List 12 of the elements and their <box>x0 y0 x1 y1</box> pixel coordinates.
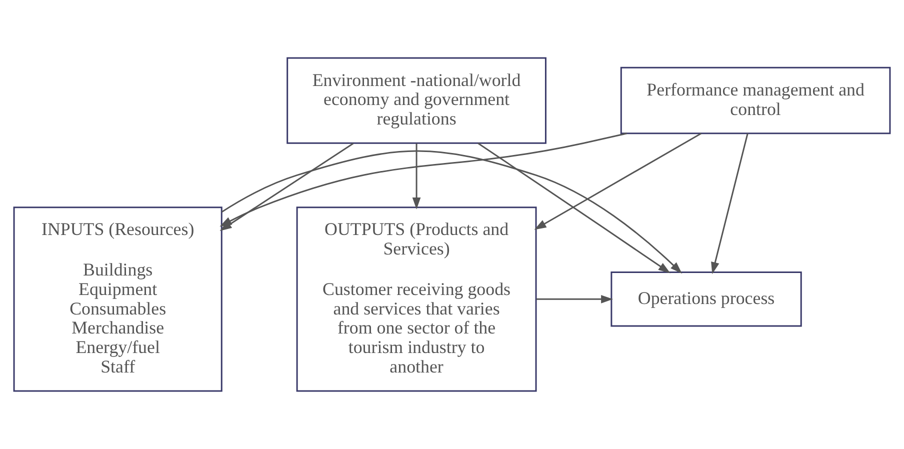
arrow <box>711 133 748 274</box>
arrow <box>220 132 627 227</box>
node-box: Environment -national/world economy and government regulations <box>286 57 546 144</box>
arrow <box>536 294 614 304</box>
arrow <box>412 144 421 210</box>
node-box: OUTPUTS (Products and Services) Customer receiving goods and services that varies from one sector of the tourism industry to another <box>296 206 537 392</box>
arrow <box>534 132 702 230</box>
node-box: INPUTS (Resources) Buildings Equipment Consumables Merchandise Energy/fuel Staff <box>13 206 222 392</box>
node-box: Performance management and control <box>620 66 891 134</box>
arrow <box>478 142 670 274</box>
node-box: Operations process <box>610 272 802 327</box>
arrow <box>221 150 682 274</box>
